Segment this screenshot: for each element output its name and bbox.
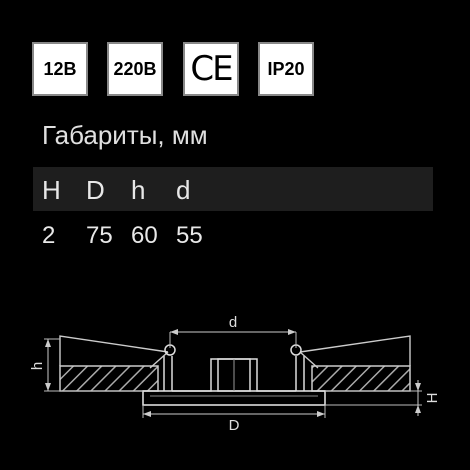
- voltage-12v-badge: 12В: [32, 42, 88, 96]
- D-dimension-label: D: [229, 417, 240, 434]
- right-spring-clip: [299, 335, 411, 369]
- h-dimension-label: h: [29, 362, 46, 370]
- header-h: h: [131, 175, 146, 205]
- d-dimension-label: d: [229, 314, 237, 331]
- dimensions-title: Габариты, мм: [42, 120, 208, 150]
- voltage-220v-badge: 220В: [107, 42, 163, 96]
- value-d: 55: [176, 222, 203, 249]
- ceiling-right-section: [311, 365, 411, 392]
- fixture-bezel: [142, 390, 326, 406]
- value-D: 75: [86, 222, 113, 249]
- value-H: 2: [42, 222, 56, 249]
- left-spring-clip: [59, 335, 169, 369]
- fixture-body: [163, 356, 305, 392]
- value-h: 60: [131, 222, 158, 249]
- header-D: D: [86, 175, 105, 205]
- H-dimension-label: H: [424, 393, 441, 404]
- ce-mark-badge: CE: [183, 42, 239, 96]
- ip20-badge: IP20: [258, 42, 314, 96]
- header-d: d: [176, 175, 191, 205]
- ceiling-left-section: [59, 365, 159, 392]
- dimensions-header-row: [33, 167, 433, 211]
- header-H: H: [42, 175, 61, 205]
- fixture-dimension-drawing: d D h H: [29, 314, 441, 434]
